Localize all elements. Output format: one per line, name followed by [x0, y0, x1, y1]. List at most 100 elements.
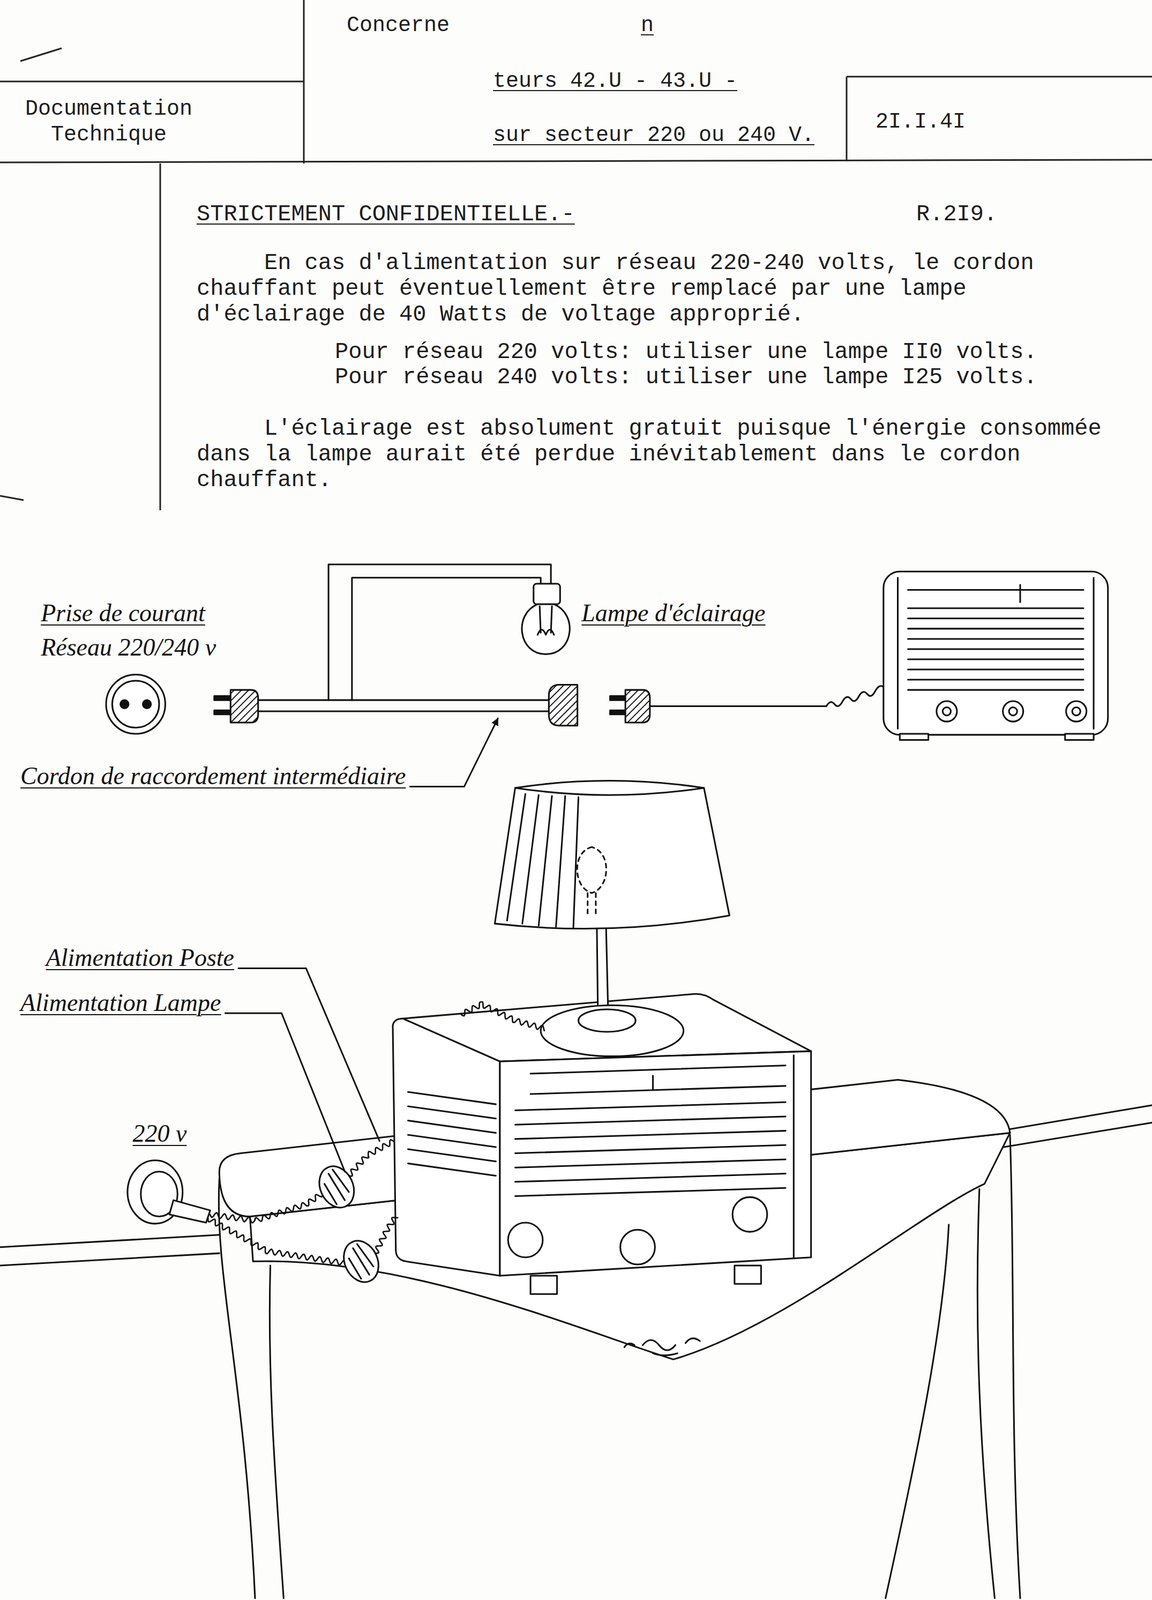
- header-text: 2I.I.4I: [875, 109, 966, 136]
- header-cell: 2I.I.4I: [857, 91, 972, 141]
- radio-set-part: [899, 733, 929, 740]
- body-paragraph: En cas d'alimentation sur réseau 220-240…: [196, 250, 1119, 328]
- radio-cabinet-part: [620, 1229, 656, 1264]
- intermediate-cord-part: [258, 710, 550, 713]
- header-rules-part: [159, 163, 162, 511]
- header-rules-part: [0, 159, 1152, 163]
- wall-outlet-part: [120, 699, 129, 708]
- wall-moulding-part: [0, 1234, 220, 1266]
- power-cord: [207, 1217, 347, 1266]
- male-plug-part: [214, 696, 231, 701]
- cord-connectors: [312, 1160, 386, 1288]
- light-bulb: [521, 583, 570, 654]
- intermediate-cord-part: [352, 577, 541, 700]
- body-paragraph: L'éclairage est absolument gratuit puisq…: [196, 415, 1119, 493]
- intermediate-cord-part: [258, 699, 550, 701]
- power-cord: [348, 1139, 395, 1176]
- table-part: [218, 1178, 256, 1598]
- radio-set-part: [908, 584, 1084, 602]
- light-bulb-part: [539, 606, 552, 633]
- part-label: Cordon de raccordement intermédiaire: [20, 760, 406, 791]
- table-lamp-part: [577, 846, 607, 916]
- header-rules-part: [303, 0, 305, 164]
- part-label: Alimentation Lampe: [20, 987, 221, 1017]
- radio-cabinet: [392, 993, 812, 1294]
- header-text: Concerne: [346, 12, 450, 39]
- header-rules-part: [20, 48, 62, 62]
- wall-outlet: [106, 674, 166, 734]
- radio-set-part: [1066, 700, 1087, 722]
- header-text: teurs 42.U - 43.U -: [492, 68, 738, 95]
- intermediate-cord: [258, 564, 551, 712]
- power-cord: [375, 1216, 399, 1253]
- header-rules-part: [846, 76, 848, 162]
- header-text: Documentation Technique: [20, 96, 198, 148]
- radio-plug-part: [610, 709, 626, 715]
- radio-plug-part: [625, 689, 650, 723]
- male-plug: [214, 689, 259, 723]
- part-label: Alimentation Poste: [46, 942, 235, 972]
- radio-set-part: [898, 577, 1095, 729]
- light-bulb-part: [521, 603, 570, 654]
- table-lamp-part: [596, 923, 609, 1008]
- table-lamp-part: [578, 1008, 637, 1032]
- radio-set-part: [1008, 706, 1017, 715]
- reference-number: R.2I9.: [916, 201, 998, 228]
- radio-cabinet-part: [530, 1065, 786, 1094]
- header-rules: [0, 0, 1152, 511]
- voltage-label: 220 v: [132, 1118, 187, 1148]
- power-cord: [210, 1189, 324, 1223]
- header-text: sur secteur 220 ou 240 V.: [492, 122, 815, 149]
- cord-connectors-part: [324, 1169, 349, 1204]
- cord-connectors-part: [337, 1234, 386, 1288]
- radio-cabinet-part: [732, 1196, 768, 1232]
- radio-set: [883, 571, 1109, 740]
- light-bulb-part: [533, 583, 561, 604]
- table-part: [269, 1265, 284, 1598]
- radio-set-part: [942, 706, 951, 715]
- power-cord: [461, 1001, 545, 1031]
- table-part: [977, 1188, 995, 1598]
- instruction-line: Pour réseau 220 volts: utiliser une lamp…: [334, 339, 1038, 365]
- radio-plug-part: [649, 705, 827, 707]
- wall-outlet-part: [106, 674, 166, 734]
- drawing: [0, 564, 1152, 1598]
- radio-cabinet-part: [408, 1091, 497, 1176]
- radio-set-part: [883, 571, 1109, 735]
- table-lamp-part: [540, 1004, 684, 1056]
- table-part: [624, 1337, 700, 1356]
- instruction-line: Pour réseau 240 volts: utiliser une lamp…: [334, 364, 1038, 391]
- wall-outlet-part: [143, 699, 152, 708]
- wall-outlet-part: [111, 680, 160, 728]
- radio-cabinet-part: [515, 1101, 787, 1196]
- radio-cabinet-part: [530, 1275, 558, 1294]
- leader-line: [238, 967, 380, 1141]
- table-lamp-part: [506, 793, 579, 927]
- part-label: Lampe d'éclairage: [581, 597, 766, 628]
- leader-line: [409, 717, 498, 787]
- table-lamp-part: [515, 787, 705, 795]
- header-rules-part: [0, 80, 304, 83]
- cord-connectors-part: [312, 1160, 361, 1213]
- table-part: [885, 1224, 949, 1598]
- leader-line: [225, 1012, 345, 1172]
- table-part: [1010, 1134, 1021, 1598]
- lower-outlet: [127, 1160, 211, 1224]
- light-bulb-part: [537, 629, 554, 635]
- female-connector-part: [548, 684, 578, 726]
- male-plug-part: [214, 709, 231, 715]
- header-cell: Documentation Technique: [10, 91, 203, 154]
- part-label: Prise de courant: [40, 597, 206, 628]
- radio-set-part: [936, 700, 957, 722]
- confidential-mark: STRICTEMENT CONFIDENTIELLE.-: [196, 201, 575, 228]
- table-lamp-part: [494, 780, 730, 929]
- male-plug-part: [230, 689, 258, 723]
- voltage-label: Réseau 220/240 v: [40, 632, 216, 662]
- radio-set-part: [1065, 733, 1094, 740]
- radio-plug: [610, 685, 884, 723]
- cord-connectors-part: [348, 1243, 374, 1279]
- radio-cabinet-part: [499, 1050, 812, 1276]
